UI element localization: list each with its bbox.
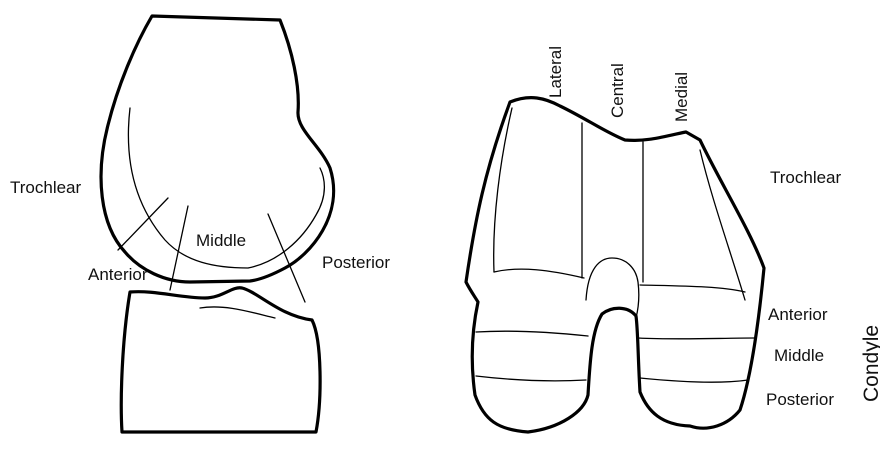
medial-label: Medial bbox=[672, 72, 691, 122]
middle-line-medial bbox=[638, 338, 754, 339]
frontal-view: Lateral Central Medial Trochlear Anterio… bbox=[466, 46, 880, 432]
medial-trochlear-line bbox=[700, 150, 745, 300]
sagittal-view: Trochlear Middle Anterior Posterior bbox=[10, 16, 390, 432]
lateral-trochlear-line bbox=[494, 108, 512, 272]
right-anterior-label: Anterior bbox=[768, 305, 828, 324]
central-label: Central bbox=[608, 63, 627, 118]
posterior-line-lateral bbox=[476, 376, 586, 381]
right-posterior-label: Posterior bbox=[766, 390, 834, 409]
condyle-label: Condyle bbox=[860, 325, 880, 402]
anterior-line-lateral bbox=[494, 269, 584, 278]
left-posterior-label: Posterior bbox=[322, 253, 390, 272]
lateral-label: Lateral bbox=[546, 46, 565, 98]
left-trochlear-label: Trochlear bbox=[10, 178, 82, 197]
tibia-outline bbox=[121, 288, 320, 432]
tibial-plateau-line bbox=[200, 307, 275, 318]
posterior-line-medial bbox=[640, 378, 748, 382]
right-middle-label: Middle bbox=[774, 346, 824, 365]
right-trochlear-label: Trochlear bbox=[770, 168, 842, 187]
anterior-line-medial bbox=[640, 285, 745, 292]
middle-line-lateral bbox=[476, 331, 588, 336]
left-anterior-label: Anterior bbox=[88, 265, 148, 284]
left-middle-label: Middle bbox=[196, 231, 246, 250]
